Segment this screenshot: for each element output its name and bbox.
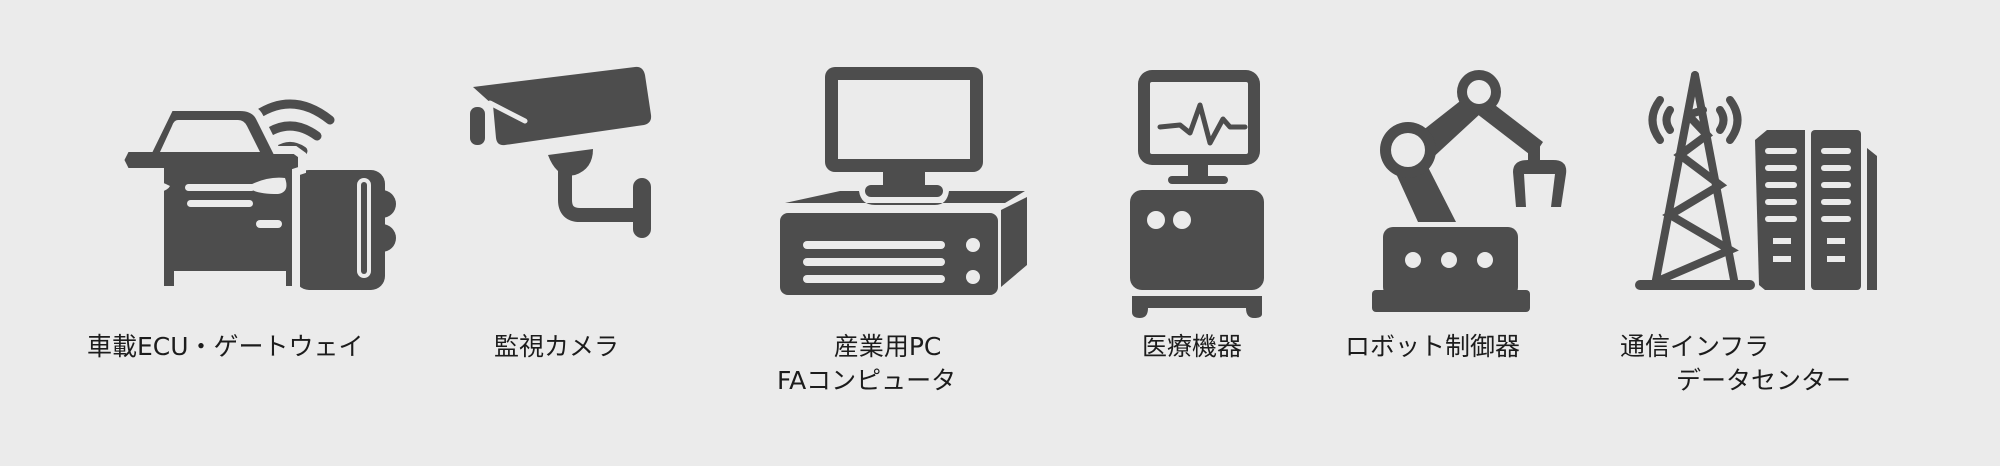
- robot-arm-icon: [1368, 62, 1578, 312]
- label-line-1: ロボット制御器: [1345, 332, 1521, 361]
- label-line-1: 監視カメラ: [494, 332, 620, 361]
- label-line-1: 産業用PC: [833, 332, 942, 361]
- label-line-1: 医療機器: [1142, 332, 1243, 361]
- item-label: ロボット制御器: [1345, 330, 1520, 364]
- medical-monitor-icon: [1128, 68, 1268, 318]
- item-label: 医療機器: [1142, 330, 1242, 364]
- label-line-1: 車載ECU・ゲートウェイ: [87, 332, 364, 361]
- security-camera-icon: [465, 65, 665, 245]
- item-label: 通信インフラ データセンター: [1620, 330, 1851, 398]
- item-label: 車載ECU・ゲートウェイ: [87, 330, 364, 364]
- label-line-2: FAコンピュータ: [777, 366, 957, 395]
- label-line-2: データセンター: [1676, 366, 1852, 395]
- item-label: 産業用PC FAコンピュータ: [777, 330, 956, 398]
- industrial-pc-icon: [775, 65, 1035, 295]
- telecom-tower-datacenter-icon: [1635, 70, 1885, 295]
- item-label: 監視カメラ: [494, 330, 619, 364]
- car-ecu-gateway-icon: [120, 90, 420, 300]
- label-line-1: 通信インフラ: [1620, 332, 1770, 361]
